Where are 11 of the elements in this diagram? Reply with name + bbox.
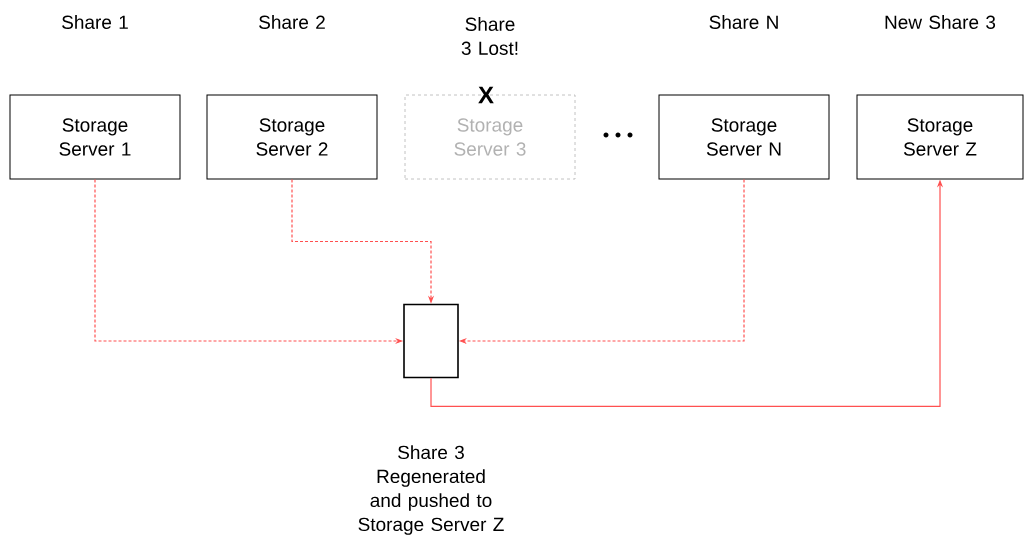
share-caption: Share 3 Lost! [461, 17, 518, 55]
storage-server-box: Storage Server Z [856, 94, 1024, 180]
storage-server-box: Storage Server 1 [9, 94, 181, 180]
share-caption: Share 2 [259, 15, 325, 29]
storage-server-box: Storage Server N [658, 94, 830, 180]
share-caption: Share 1 [62, 15, 128, 29]
share-caption: Share N [709, 15, 778, 29]
storage-server-box: Storage Server 2 [206, 94, 378, 180]
share-caption: Share 3 Regenerated and pushed to Storage Server Z [358, 445, 504, 535]
share-caption: New Share 3 [885, 15, 996, 29]
regenerator-box [403, 303, 459, 379]
